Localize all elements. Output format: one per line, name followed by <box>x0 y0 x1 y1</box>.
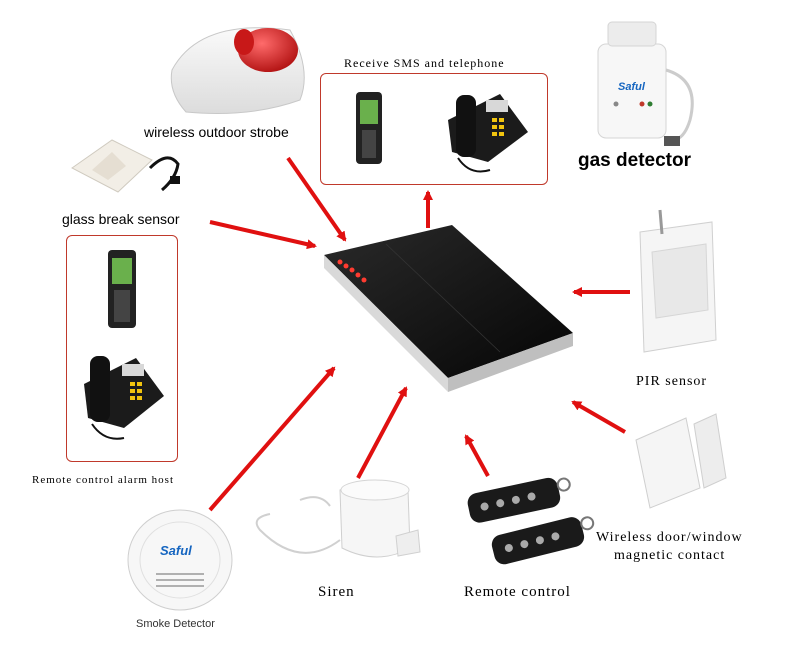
alarm-host-icon <box>324 225 573 392</box>
arrow-smoke <box>208 366 336 512</box>
arrow-strobe <box>286 156 347 242</box>
glass-break-sensor-icon <box>71 139 180 193</box>
label-smoke-detector: Smoke Detector <box>136 618 215 630</box>
arrow-siren <box>356 386 408 479</box>
arrow-remote <box>464 434 490 477</box>
label-remote-host: Remote control alarm host <box>32 474 174 486</box>
label-gas-detector: gas detector <box>578 150 691 171</box>
arrow-door <box>571 400 626 434</box>
arrows <box>208 156 630 512</box>
label-glass-break: glass break sensor <box>62 211 180 227</box>
gas-detector-icon: Saful <box>597 21 694 146</box>
door-contact-icon <box>635 413 727 509</box>
host-box-telephone-icon <box>84 356 164 440</box>
label-siren: Siren <box>318 584 355 600</box>
pir-sensor-icon <box>639 209 717 353</box>
label-pir: PIR sensor <box>636 374 708 389</box>
smoke-detector-icon: Saful <box>127 509 233 611</box>
label-strobe: wireless outdoor strobe <box>144 124 289 140</box>
label-door-line2: magnetic contact <box>614 548 726 563</box>
label-remote-control: Remote control <box>464 584 571 600</box>
svg-text:Saful: Saful <box>160 543 192 558</box>
mobile-phone-icon <box>356 92 382 164</box>
siren-icon <box>255 479 421 558</box>
arrow-glass <box>209 220 317 250</box>
desk-telephone-icon <box>448 94 528 173</box>
strobe-icon <box>170 27 305 114</box>
host-box-mobile-icon <box>108 250 136 328</box>
label-door-line1: Wireless door/window <box>596 530 743 545</box>
remote-control-icon <box>467 477 595 565</box>
label-sms-box-title: Receive SMS and telephone <box>344 56 505 70</box>
svg-text:Saful: Saful <box>618 81 646 93</box>
